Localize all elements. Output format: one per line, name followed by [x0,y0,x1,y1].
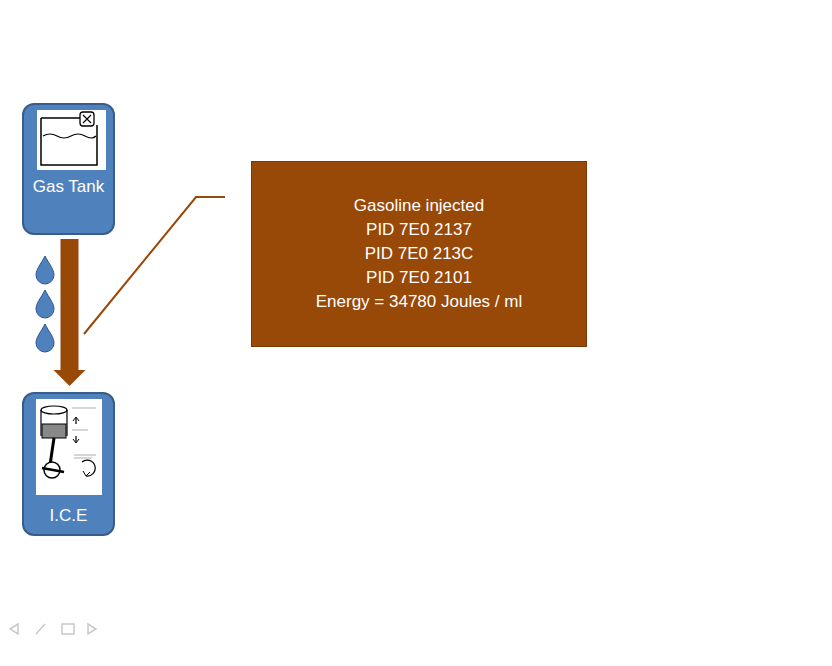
flow-arrow [54,239,86,386]
engine-box: I.C.E [22,392,115,536]
node-text: I.C.E [28,504,109,528]
fuel-droplets [36,256,54,352]
node-text: Energy = 34780 Joules / ml [256,290,582,314]
node-text: PID 7E0 213C [256,242,582,266]
node-text: Gas Tank [28,175,109,199]
node-text: PID 7E0 2137 [256,218,582,242]
callout-box: Gasoline injectedPID 7E0 2137PID 7E0 213… [251,161,587,347]
slide-nav-icons [10,624,96,634]
node-text: PID 7E0 2101 [256,266,582,290]
node-text: Gasoline injected [256,194,582,218]
storage-box: Gas Tank [22,103,115,235]
